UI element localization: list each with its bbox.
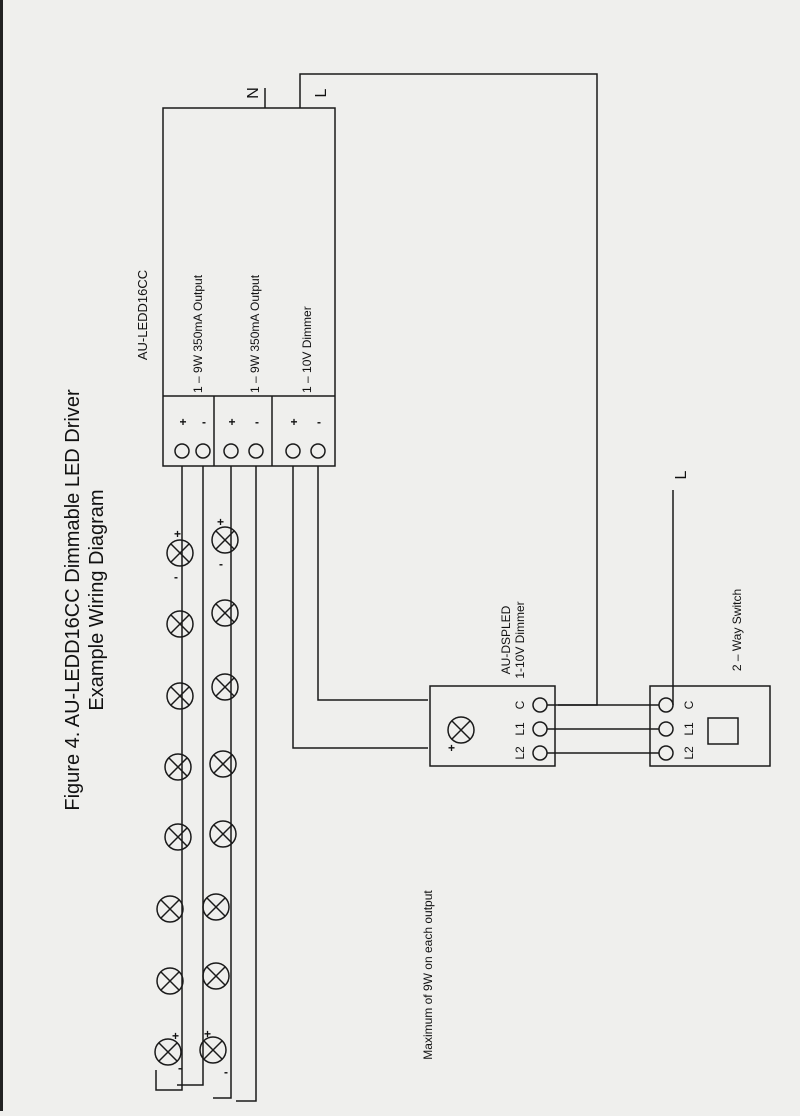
page-edge xyxy=(0,0,3,1111)
switch-terminal xyxy=(658,697,674,713)
switch-terminal xyxy=(658,745,674,761)
line-wire xyxy=(299,73,598,706)
lamp xyxy=(202,962,230,990)
lamp xyxy=(199,1036,227,1064)
driver-terminal xyxy=(310,443,326,459)
dimmer-terminal xyxy=(532,721,548,737)
driver-terminal xyxy=(223,443,239,459)
lamp-minus-sign: - xyxy=(219,557,223,571)
figure-title: Figure 4. AU-LEDD16CC Dimmable LED Drive… xyxy=(62,389,84,811)
lamp xyxy=(164,753,192,781)
driver-output-2-label: 1 – 9W 350mA Output xyxy=(248,274,262,393)
lamp xyxy=(211,673,239,701)
dimmer-plus-sign: + xyxy=(448,741,455,755)
switch-terminal-label-c: C xyxy=(682,700,696,709)
terminal-plus-sign: + xyxy=(179,415,186,429)
lamp xyxy=(209,750,237,778)
dimmer-terminal-label-l2: L2 xyxy=(513,746,527,760)
driver-terminal xyxy=(248,443,264,459)
dimmer-positive-wire xyxy=(292,466,428,749)
driver-terminal xyxy=(174,443,190,459)
lamp-polarity-marks: + - + - + - + - xyxy=(172,515,228,1079)
dimmer-terminal-label-l1: L1 xyxy=(513,722,527,736)
lamp-minus-sign: - xyxy=(174,570,178,584)
output-1-positive-wire xyxy=(155,466,183,1091)
mains-neutral-label: N xyxy=(245,87,262,99)
dimmer-negative-wire xyxy=(317,466,428,701)
dimmer-terminal xyxy=(532,697,548,713)
dimmer-knob-icon xyxy=(447,716,475,744)
max-output-note: Maximum of 9W on each output xyxy=(421,890,435,1060)
switch-terminal-label-l1: L1 xyxy=(682,722,696,736)
driver-box xyxy=(162,107,336,467)
lamp-minus-sign: - xyxy=(224,1065,228,1079)
dimmer-switch-wiring xyxy=(547,704,659,754)
lamp xyxy=(156,895,184,923)
driver-model-label: AU-LEDD16CC xyxy=(135,270,150,360)
terminal-plus-sign: + xyxy=(228,415,235,429)
switch-rocker-icon xyxy=(707,717,739,745)
dimmer-description-label: 1-10V Dimmer xyxy=(513,601,527,678)
mains-line-label: L xyxy=(313,88,330,97)
driver-terminal-block xyxy=(174,443,326,459)
lamp-plus-sign: + xyxy=(217,515,224,529)
lamp xyxy=(166,539,194,567)
dimmer-terminal xyxy=(532,745,548,761)
switch-terminal-label-l2: L2 xyxy=(682,746,696,760)
driver-output-1-label: 1 – 9W 350mA Output xyxy=(191,274,205,393)
lamp xyxy=(211,526,239,554)
terminal-minus-sign: - xyxy=(255,415,259,429)
terminal-minus-sign: - xyxy=(202,415,206,429)
lamp xyxy=(156,967,184,995)
lamp-row-1 xyxy=(154,539,194,1066)
lamp xyxy=(164,823,192,851)
lamp xyxy=(154,1038,182,1066)
lamp-plus-sign: + xyxy=(174,527,181,541)
terminal-minus-sign: - xyxy=(317,415,321,429)
lamp xyxy=(166,610,194,638)
terminal-plus-sign: + xyxy=(290,415,297,429)
mains-wiring xyxy=(264,73,598,706)
switch-box xyxy=(649,490,771,767)
switch-line-label: L xyxy=(673,470,690,479)
lamp-minus-sign: - xyxy=(178,1061,182,1075)
lamp-plus-sign: + xyxy=(172,1029,179,1043)
output-2-negative-wire xyxy=(236,466,257,1102)
lamp xyxy=(211,599,239,627)
figure-subtitle: Example Wiring Diagram xyxy=(86,489,108,710)
output-2-positive-wire xyxy=(213,466,232,1099)
driver-dimmer-output-label: 1 – 10V Dimmer xyxy=(300,306,314,393)
lamp-row-2 xyxy=(199,526,239,1064)
driver-terminal-signs: + - + - + - xyxy=(179,415,321,429)
lamp-plus-sign: + xyxy=(204,1027,211,1041)
switch-label: 2 – Way Switch xyxy=(730,589,744,671)
lamp-string-wiring xyxy=(155,466,428,1102)
output-1-negative-wire xyxy=(177,466,204,1086)
figure-title-block: Figure 4. AU-LEDD16CC Dimmable LED Drive… xyxy=(62,389,108,811)
driver-terminal xyxy=(285,443,301,459)
dimmer-model-label: AU-DSPLED xyxy=(499,605,513,674)
driver-terminal xyxy=(195,443,211,459)
lamp xyxy=(209,820,237,848)
lamp xyxy=(166,682,194,710)
switch-terminal xyxy=(658,721,674,737)
lamp xyxy=(202,893,230,921)
dimmer-terminal-label-c: C xyxy=(513,700,527,709)
